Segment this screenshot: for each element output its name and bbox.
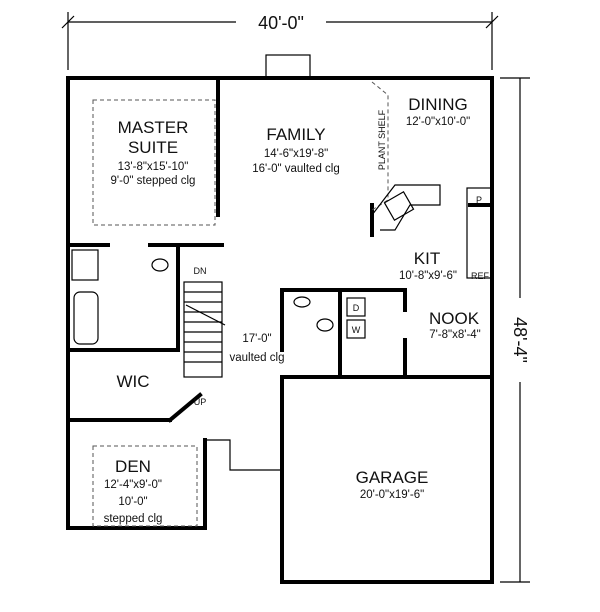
foyer-ceiling: 17'-0" vaulted clg <box>230 333 285 364</box>
svg-text:P: P <box>476 195 482 205</box>
room-master-suite: MASTER SUITE 13'-8"x15'-10" 9'-0" steppe… <box>111 118 196 187</box>
toilet <box>151 258 169 272</box>
kitchen-sink <box>383 191 415 221</box>
stairs: DN UP <box>183 266 226 407</box>
svg-text:stepped clg: stepped clg <box>104 513 163 525</box>
room-dining: DINING 12'-0"x10'-0" <box>406 95 470 128</box>
shower <box>71 249 99 281</box>
svg-text:REF: REF <box>471 271 490 281</box>
width-label: 40'-0" <box>258 13 304 33</box>
toilet <box>316 318 334 332</box>
svg-text:10'-8"x9'-6": 10'-8"x9'-6" <box>399 270 457 282</box>
svg-text:12'-4"x9'-0": 12'-4"x9'-0" <box>104 479 162 491</box>
depth-label: 48'-4" <box>510 317 530 363</box>
svg-text:MASTER: MASTER <box>118 118 189 137</box>
room-kitchen: KIT 10'-8"x9'-6" REF P <box>399 195 489 282</box>
den-stepped-ceiling <box>92 445 198 527</box>
svg-text:10'-0": 10'-0" <box>118 496 147 508</box>
svg-text:DEN: DEN <box>115 457 151 476</box>
room-family: FAMILY 14'-6"x19'-8" 16'-0" vaulted clg <box>252 125 339 175</box>
depth-dimension: 48'-4" <box>500 77 532 583</box>
walls <box>66 76 494 584</box>
svg-text:NOOK: NOOK <box>429 309 480 328</box>
kitchen-counter <box>371 184 441 231</box>
room-wic: WIC <box>116 372 149 391</box>
svg-text:12'-0"x10'-0": 12'-0"x10'-0" <box>406 116 470 128</box>
svg-text:13'-8"x15'-10": 13'-8"x15'-10" <box>118 161 189 173</box>
pantry-ref <box>466 187 492 279</box>
svg-text:FAMILY: FAMILY <box>266 125 325 144</box>
stairs-up-label: UP <box>194 397 207 407</box>
svg-text:SUITE: SUITE <box>128 138 178 157</box>
svg-text:17'-0": 17'-0" <box>242 333 271 345</box>
dryer <box>346 297 366 317</box>
washer <box>346 319 366 339</box>
room-garage: GARAGE 20'-0"x19'-6" <box>356 468 429 501</box>
master-stepped-ceiling <box>92 99 216 226</box>
svg-text:7'-8"x8'-4": 7'-8"x8'-4" <box>429 329 481 341</box>
sink <box>293 296 311 308</box>
plant-shelf-label: PLANT SHELF <box>377 109 387 170</box>
bathtub <box>73 291 99 345</box>
dryer-label: D <box>353 303 360 313</box>
svg-text:20'-0"x19'-6": 20'-0"x19'-6" <box>360 489 424 501</box>
svg-text:16'-0" vaulted clg: 16'-0" vaulted clg <box>252 163 339 175</box>
room-nook: NOOK 7'-8"x8'-4" <box>429 309 481 341</box>
room-den: DEN 12'-4"x9'-0" 10'-0" stepped clg <box>104 457 163 525</box>
fireplace <box>265 54 311 79</box>
svg-text:GARAGE: GARAGE <box>356 468 429 487</box>
svg-text:vaulted clg: vaulted clg <box>230 352 285 364</box>
width-dimension: 40'-0" <box>61 10 499 70</box>
washer-label: W <box>352 325 361 335</box>
svg-text:9'-0" stepped clg: 9'-0" stepped clg <box>111 175 196 187</box>
svg-text:KIT: KIT <box>414 249 440 268</box>
svg-text:14'-6"x19'-8": 14'-6"x19'-8" <box>264 148 328 160</box>
svg-text:DINING: DINING <box>408 95 468 114</box>
stairs-down-label: DN <box>194 266 207 276</box>
